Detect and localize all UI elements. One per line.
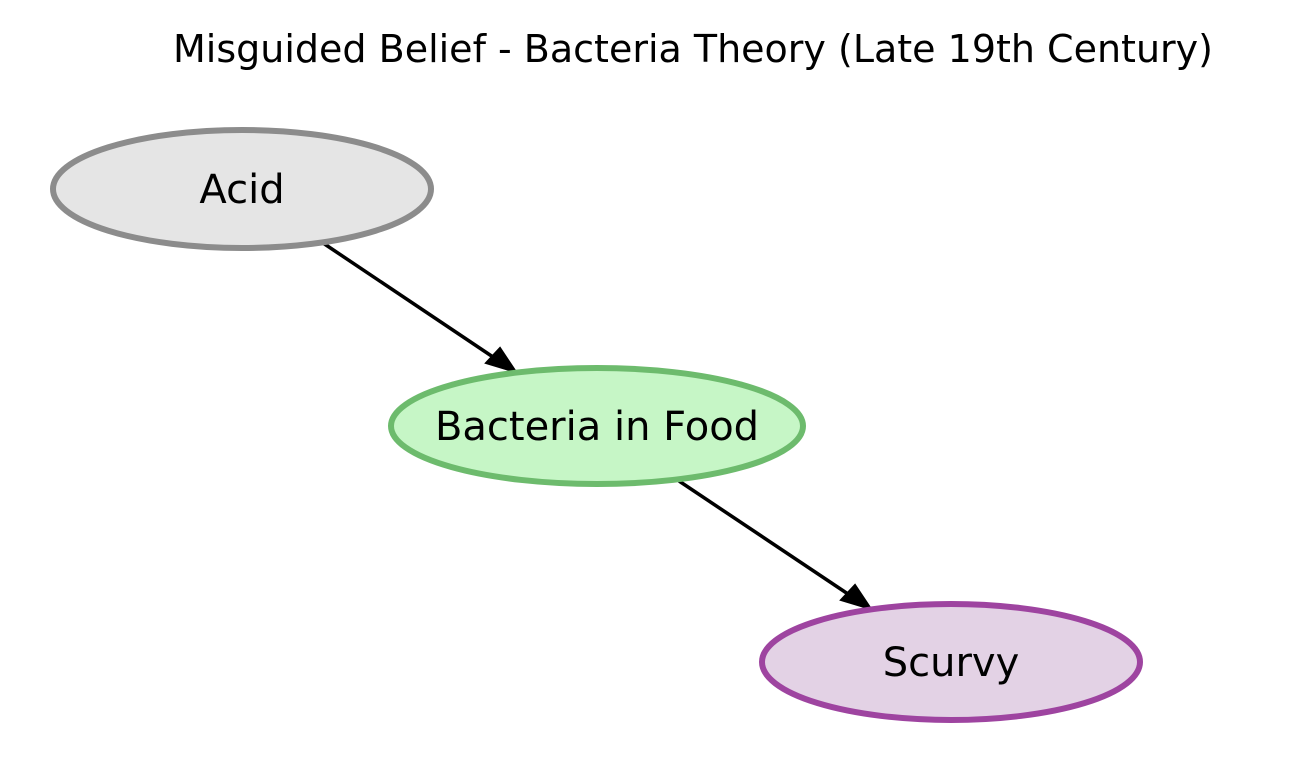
node-bacteria-in-food[interactable]: Bacteria in Food	[388, 365, 806, 487]
node-bacteria-label: Bacteria in Food	[435, 404, 759, 450]
arrowhead	[484, 346, 519, 374]
edge-line	[322, 241, 497, 361]
diagram-title: Misguided Belief - Bacteria Theory (Late…	[173, 27, 1213, 71]
node-scurvy[interactable]: Scurvy	[759, 601, 1143, 723]
node-acid-label: Acid	[199, 167, 284, 213]
node-scurvy-shape	[759, 601, 1143, 723]
edge-bacteria-to-scurvy	[678, 479, 874, 611]
node-acid-shape	[50, 127, 434, 251]
edge-line	[678, 479, 852, 598]
arrowhead	[839, 583, 874, 611]
node-acid[interactable]: Acid	[50, 127, 434, 251]
edge-acid-to-bacteria	[322, 241, 519, 374]
node-scurvy-label: Scurvy	[883, 640, 1020, 686]
node-bacteria-shape	[388, 365, 806, 487]
